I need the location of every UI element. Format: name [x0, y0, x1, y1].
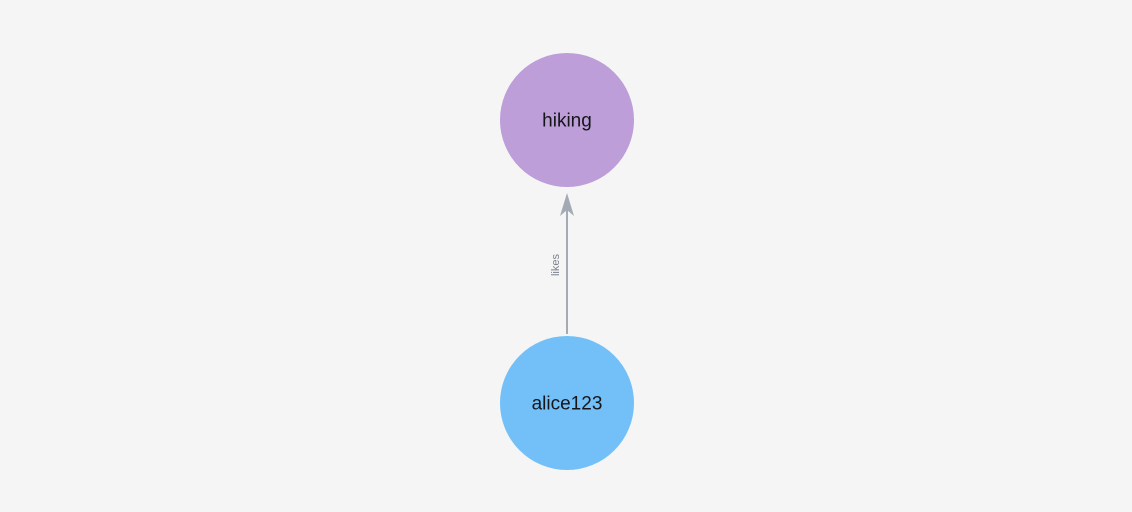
node-alice123[interactable]: alice123: [500, 336, 634, 470]
node-hiking[interactable]: hiking: [500, 53, 634, 187]
node-alice123-circle[interactable]: [500, 336, 634, 470]
edge-label-likes: likes: [550, 254, 562, 277]
node-alice123-label: alice123: [532, 394, 603, 415]
node-group: hiking alice123: [500, 53, 634, 470]
node-hiking-circle[interactable]: [500, 53, 634, 187]
node-hiking-label: hiking: [542, 111, 592, 132]
edge-group: likes: [550, 193, 574, 334]
edge-alice123-likes-hiking[interactable]: likes: [550, 193, 574, 334]
arrowhead-icon: [560, 193, 574, 216]
